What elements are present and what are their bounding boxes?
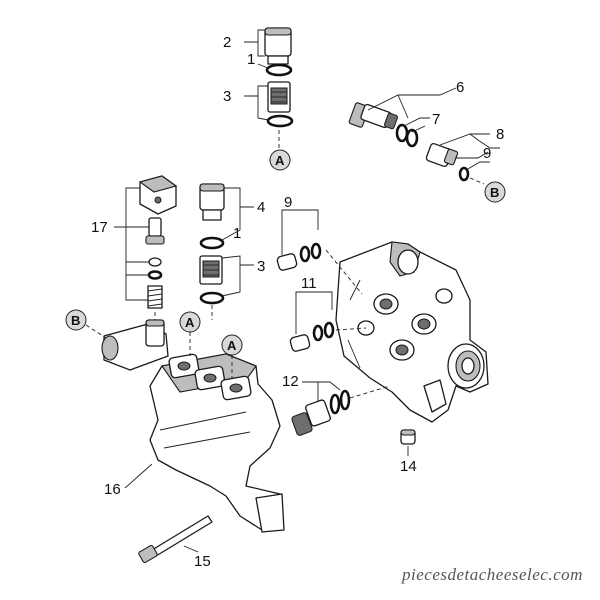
valve-insert-3-center (199, 255, 223, 285)
spacer-17 (148, 257, 162, 267)
valve-assembly-13 (291, 389, 351, 436)
plug-14 (400, 429, 416, 445)
part-label: 3 (223, 88, 231, 105)
o-ring-3-center (199, 291, 225, 305)
o-ring-9 (458, 166, 470, 182)
o-ring-7b (405, 128, 419, 148)
pump-housing (335, 241, 489, 423)
valve-stem-17 (145, 217, 165, 245)
reference-marker-a-center-right: A (221, 334, 243, 356)
part-label: 1 (247, 51, 255, 68)
o-ring-1-center (199, 236, 225, 250)
o-ring-1-top (265, 63, 293, 77)
check-valve-11 (276, 242, 322, 271)
part-label: 1 (233, 225, 241, 242)
valve-head (101, 319, 285, 533)
part-label: 12 (282, 373, 299, 390)
part-label: 4 (257, 199, 265, 216)
o-ring-7a (395, 123, 409, 143)
part-label: 11 (301, 275, 317, 292)
reference-label: A (227, 338, 237, 353)
part-label: 7 (432, 111, 440, 128)
spring-17 (147, 285, 163, 309)
part-label: 2 (223, 34, 231, 51)
part-label: 14 (400, 458, 417, 475)
part-label: 17 (91, 219, 108, 236)
valve-insert-3-top (267, 81, 291, 113)
part-label: 9 (483, 145, 491, 162)
part-label: 8 (496, 126, 504, 143)
reference-label: A (275, 153, 285, 168)
part-label: 9 (284, 194, 292, 211)
check-valve-12 (289, 321, 335, 352)
reference-marker-b: B (484, 181, 506, 203)
watermark-text: piecesdetacheeselec.com (401, 565, 583, 584)
reference-marker-a: A (269, 149, 291, 171)
part-label: 3 (257, 258, 265, 275)
part-label: 15 (194, 553, 211, 570)
reference-label: A (185, 315, 195, 330)
pipe-fitting-6 (348, 102, 399, 130)
reference-label: B (490, 185, 499, 200)
clip-bracket-17 (138, 175, 178, 215)
part-label: 6 (456, 79, 464, 96)
part-label: 16 (104, 481, 121, 498)
o-ring-17 (147, 270, 163, 280)
reference-label: B (71, 313, 80, 328)
o-ring-3-top (266, 114, 294, 128)
valve-cap-2 (264, 27, 292, 65)
reference-marker-b-left: B (65, 309, 87, 331)
valve-cap-4 (199, 183, 225, 221)
bolt-15 (138, 515, 213, 564)
reference-marker-a-center-left: A (179, 311, 201, 333)
fitting-8 (425, 142, 459, 168)
